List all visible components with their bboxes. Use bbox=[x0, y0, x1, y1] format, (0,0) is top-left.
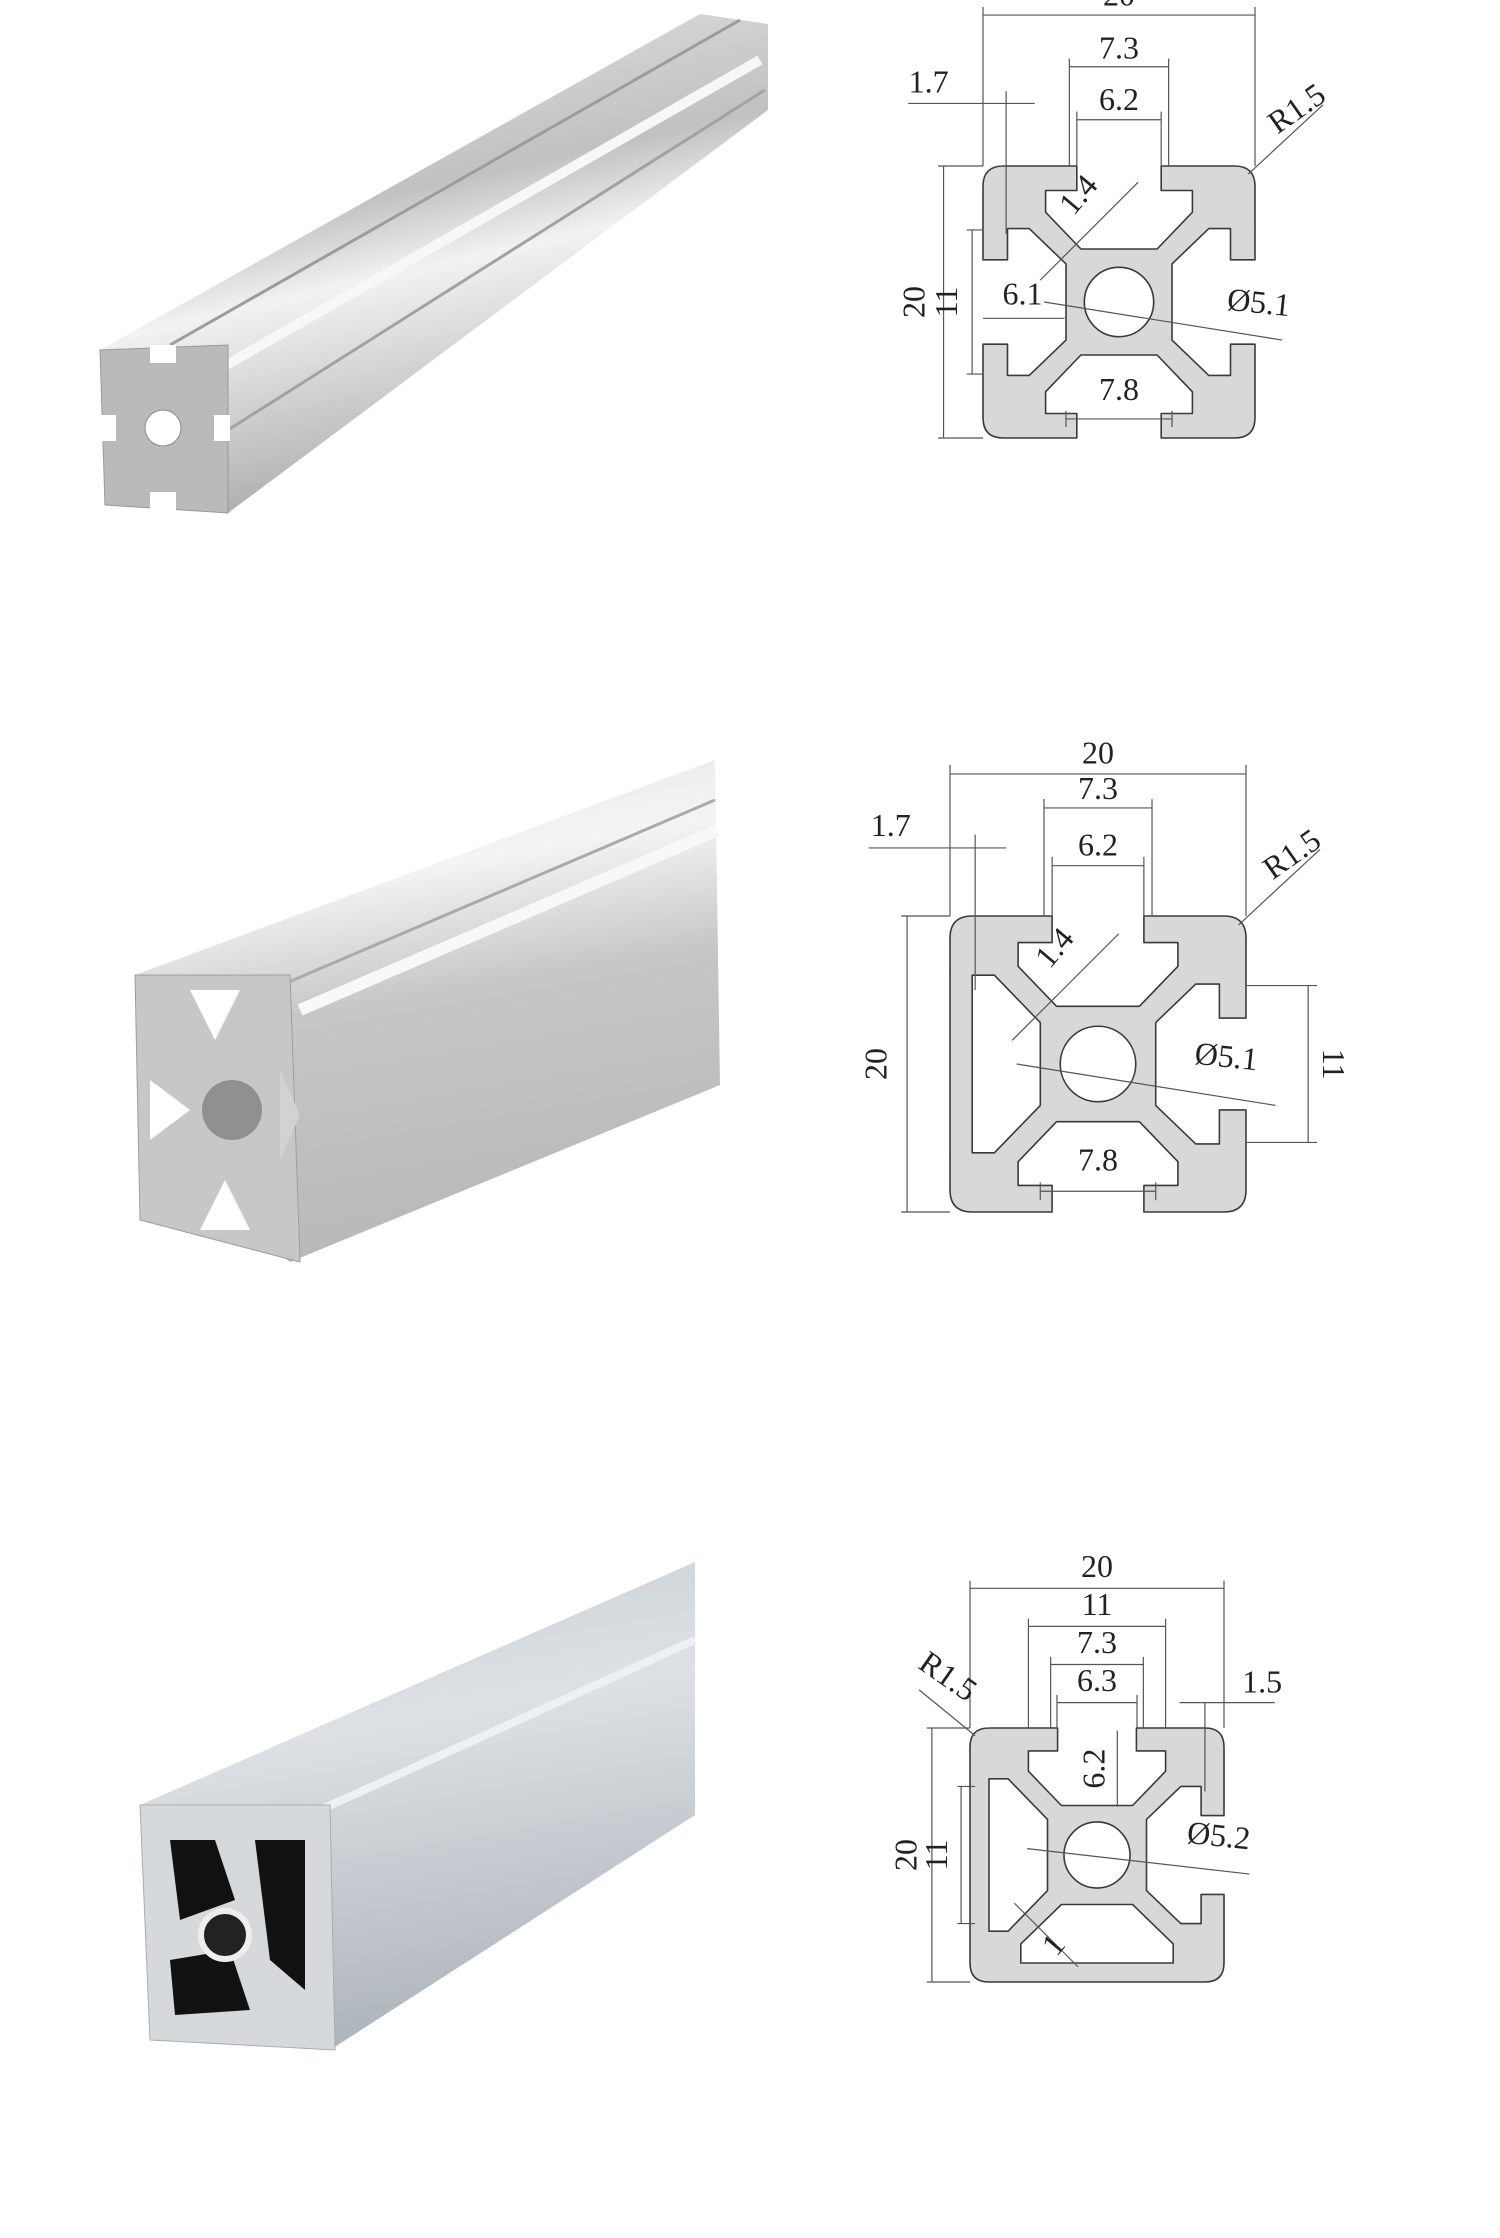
product-photo-1 bbox=[99, 14, 768, 514]
dimension-label-hole: Ø5.1 bbox=[1226, 281, 1293, 323]
dimension-label-web: 1 bbox=[1034, 1927, 1072, 1962]
product-photo-2 bbox=[134, 760, 721, 1263]
dimension-label-radius: R1.5 bbox=[1261, 76, 1332, 141]
dimension-label-hole: Ø5.2 bbox=[1186, 1814, 1253, 1856]
dimension-label-slot-height: 11 bbox=[928, 287, 964, 318]
dimension-label-lip: 1.7 bbox=[909, 64, 949, 100]
product-photo-3 bbox=[139, 1562, 697, 2051]
dimension-label-slot-inner: 11 bbox=[1082, 1586, 1113, 1622]
dimension-line bbox=[1016, 1063, 1276, 1107]
dimension-label-bottom-slot: 7.8 bbox=[1078, 1142, 1118, 1178]
dimension-label-slot-outer: 7.3 bbox=[1099, 30, 1139, 66]
dimension-line bbox=[1014, 1902, 1079, 1968]
dimension-line bbox=[1011, 933, 1120, 1041]
center-hole bbox=[1083, 266, 1155, 338]
dimension-label-hole: Ø5.1 bbox=[1193, 1035, 1260, 1077]
dimension-label-radius: R1.5 bbox=[913, 1643, 984, 1708]
dimension-label-lip: 1.7 bbox=[871, 807, 911, 843]
dimension-label-slot-height: 11 bbox=[1316, 1049, 1352, 1080]
dimension-label-width: 20 bbox=[1081, 1548, 1113, 1584]
dimension-line bbox=[1247, 104, 1324, 175]
technical-drawings: 207.36.21.7R1.51.420Ø5.17.8116.1207.36.2… bbox=[857, 0, 1352, 1983]
dimension-line bbox=[1039, 181, 1139, 281]
dimension-label-slot-depth: 6.2 bbox=[1076, 1749, 1112, 1789]
dimension-label-height: 20 bbox=[888, 1839, 924, 1871]
dimension-label-slot-outer: 7.3 bbox=[1077, 1624, 1117, 1660]
dimension-label-lip: 1.5 bbox=[1242, 1663, 1282, 1699]
dimension-line bbox=[1238, 848, 1321, 926]
dimension-label-core: 6.1 bbox=[1002, 276, 1042, 312]
dimension-label-slot-opening: 6.3 bbox=[1077, 1662, 1117, 1698]
dimension-label-slot-opening: 6.2 bbox=[1099, 81, 1139, 117]
center-hole bbox=[1063, 1821, 1131, 1889]
dimension-label-slot-opening: 6.2 bbox=[1078, 826, 1118, 862]
dimension-label-width: 20 bbox=[1103, 0, 1135, 13]
dimension-line bbox=[1027, 1848, 1250, 1875]
center-hole bbox=[1059, 1025, 1137, 1103]
dimension-label-height: 20 bbox=[896, 286, 932, 318]
dimension-label-width: 20 bbox=[1082, 735, 1114, 771]
dimension-label-height: 20 bbox=[857, 1048, 893, 1080]
dimension-line bbox=[1044, 301, 1283, 341]
dimension-label-slot-height: 11 bbox=[918, 1840, 954, 1871]
dimension-label-slot-outer: 7.3 bbox=[1078, 770, 1118, 806]
dimension-label-bottom-slot: 7.8 bbox=[1099, 371, 1139, 407]
